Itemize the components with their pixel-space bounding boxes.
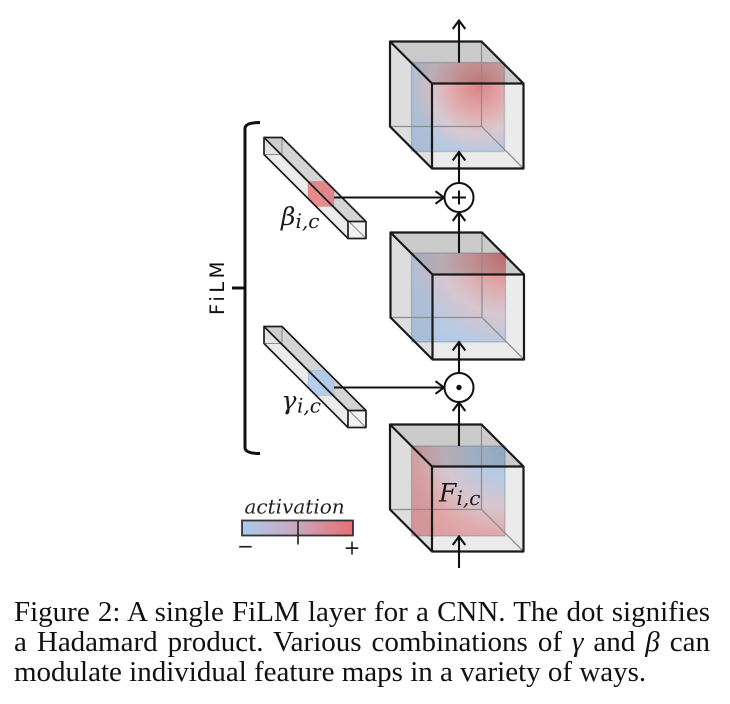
gamma-vector — [263, 325, 367, 429]
arrow-head — [434, 190, 446, 205]
vector-top-face — [264, 326, 366, 411]
caption-text: and — [593, 626, 636, 658]
output-arrow — [451, 18, 467, 63]
scaled-to-add-arrow — [451, 210, 467, 253]
feature-map-subscript: i,c — [457, 486, 481, 510]
beta-to-add-arrow — [334, 190, 446, 205]
add-operator — [443, 182, 475, 213]
caption-text: can — [669, 626, 710, 658]
legend-title: activation — [245, 495, 345, 519]
cube-hidden-edges — [389, 40, 525, 170]
caption-line-3: modulate individual feature maps in a va… — [14, 656, 647, 688]
arrow-head — [451, 400, 467, 412]
vector-left-face — [264, 326, 348, 428]
bracket-line — [243, 121, 261, 455]
activation-legend: activation − + — [237, 495, 360, 560]
cube-top-face — [390, 424, 524, 467]
output-feature-cube — [388, 40, 525, 170]
caption-gamma-symbol: γ — [571, 626, 584, 658]
vector-top-face — [264, 137, 366, 222]
gamma-to-hadamard-arrow — [334, 380, 446, 395]
legend-min-label: − — [237, 534, 254, 558]
film-bracket: FiLM — [206, 121, 261, 455]
beta-label: β i,c — [280, 202, 319, 233]
beta-subscript: i,c — [296, 209, 320, 233]
beta-vector — [263, 136, 367, 240]
gamma-label: γ i,c — [282, 386, 321, 418]
cube-top-face — [390, 41, 524, 84]
arrow-head — [434, 380, 446, 395]
arrow-head — [451, 150, 467, 162]
hadamard-to-scaled-arrow — [451, 340, 467, 373]
caption-text: a Hadamard product. Various combinations… — [14, 626, 562, 658]
gamma-symbol: γ — [282, 386, 297, 415]
feature-map-symbol: F — [438, 479, 458, 508]
cube-hidden-edges — [389, 231, 525, 361]
gamma-subscript: i,c — [297, 394, 321, 418]
arrow-head — [451, 340, 467, 352]
plus-icon — [452, 190, 466, 205]
cube-visible-edges — [388, 40, 525, 170]
legend-max-label: + — [344, 536, 361, 560]
vector-visible-edges — [263, 325, 367, 429]
arrow-head — [451, 18, 467, 30]
vector-left-face — [264, 137, 348, 239]
add-to-output-arrow — [451, 150, 467, 183]
hadamard-operator — [443, 372, 475, 403]
cube-visible-edges — [389, 231, 526, 361]
vector-visible-edges — [263, 136, 367, 240]
input-arrow — [451, 534, 467, 568]
caption-beta-symbol: β — [645, 626, 660, 658]
arrow-head — [451, 534, 467, 546]
cube-top-face — [390, 232, 524, 275]
input-feature-cube — [388, 423, 525, 553]
beta-symbol: β — [280, 202, 295, 231]
caption-line-2: a Hadamard product. Various combinations… — [14, 627, 710, 657]
figure-caption: Figure 2: A single FiLM layer for a CNN.… — [14, 597, 710, 687]
cube-hidden-edges — [389, 423, 525, 553]
cube-visible-edges — [388, 423, 525, 553]
film-label: FiLM — [206, 258, 229, 315]
dot-icon — [456, 384, 462, 391]
input-to-hadamard-arrow — [451, 400, 467, 446]
feature-map-label: F i,c — [438, 479, 480, 511]
arrow-head — [451, 210, 467, 222]
caption-line-1: Figure 2: A single FiLM layer for a CNN.… — [14, 596, 710, 628]
scaled-feature-cube — [389, 231, 526, 361]
